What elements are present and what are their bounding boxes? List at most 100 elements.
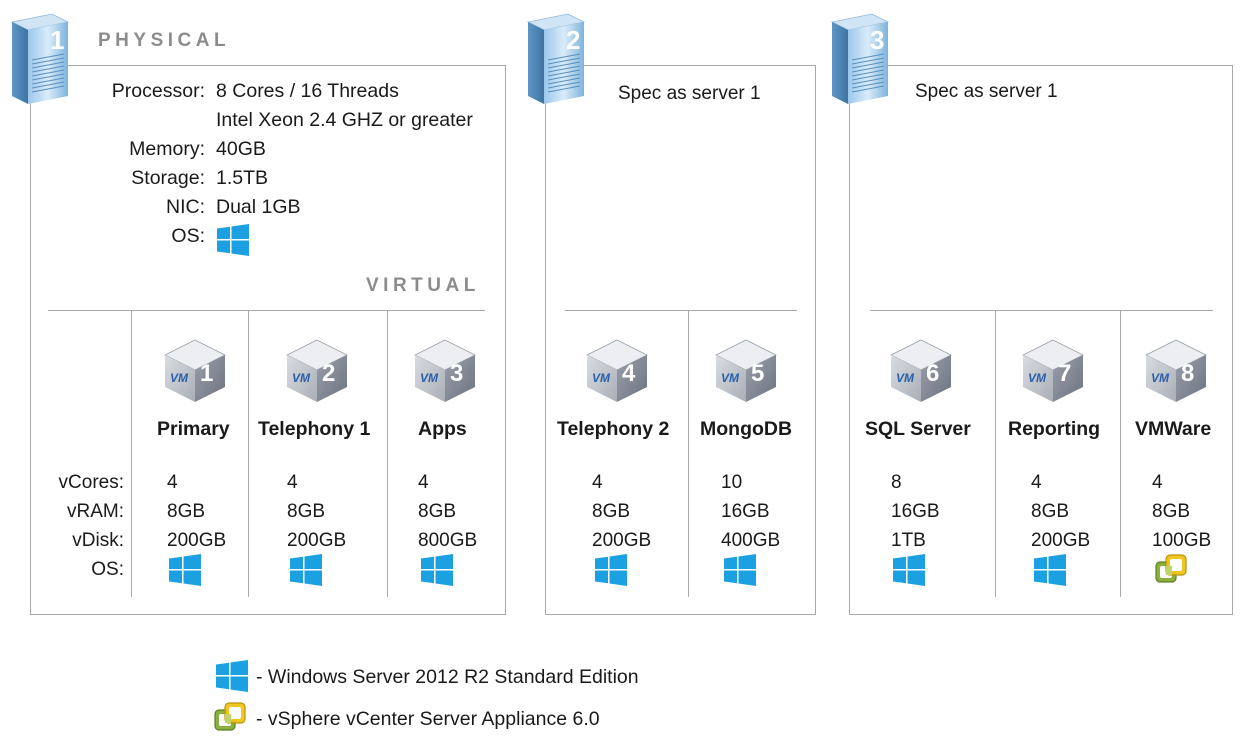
server-2-spec-text: Spec as server 1 [618,83,761,104]
spec-value: 1.5TB [216,167,269,189]
vm-vdisk: 100GB [1152,530,1212,551]
vm-vram: 16GB [721,501,770,522]
physical-os-windows-icon [217,224,249,256]
column-divider [688,311,689,597]
vm-number: 1 [200,360,214,387]
row-label-vram: vRAM: [67,501,124,522]
server-3-panel [849,65,1233,615]
vm-vcores: 4 [592,472,603,493]
vm-label: VM [592,371,610,385]
vm-vcores: 4 [1152,472,1163,493]
vm-vdisk: 200GB [167,530,227,551]
vm-number: 4 [622,360,636,387]
vm-os-windows-icon [290,554,322,586]
vm-vcores: 8 [891,472,902,493]
vm-vcores: 4 [418,472,429,493]
vm-number: 3 [450,360,464,387]
vm-label: VM [721,371,739,385]
physical-section-label: PHYSICAL [98,30,231,51]
vm-os-windows-icon [595,554,627,586]
vm-label: VM [1151,371,1169,385]
row-label-vdisk: vDisk: [72,530,124,551]
column-divider [1120,311,1121,597]
vm-label: VM [292,371,310,385]
vm-cube-icon: VM 2 [284,338,350,404]
spec-key: Processor: [111,80,205,102]
vm-vcores: 4 [287,472,298,493]
vm-vcores: 10 [721,472,743,493]
vm-cube-icon: VM 4 [584,338,650,404]
vm-vdisk: 800GB [418,530,478,551]
spec-value: 40GB [216,138,266,160]
vm-os-windows-icon [421,554,453,586]
vm-os-windows-icon [169,554,201,586]
virtual-divider [48,310,485,311]
spec-value: 8 Cores / 16 Threads [216,80,399,102]
vm-os-windows-icon [1034,554,1066,586]
vm-vram: 8GB [287,501,326,522]
virtual-divider [870,310,1213,311]
vm-name: Telephony 2 [557,418,670,440]
column-divider [995,311,996,597]
vm-cube-icon: VM 5 [713,338,779,404]
vm-vram: 16GB [891,501,940,522]
vm-vdisk: 200GB [592,530,652,551]
vm-os-windows-icon [893,554,925,586]
vm-name: Telephony 1 [258,418,371,440]
row-label-os: OS: [91,559,124,580]
legend: - Windows Server 2012 R2 Standard Editio… [210,655,710,735]
vm-vcores: 4 [167,472,178,493]
vm-name: Apps [418,418,467,440]
spec-key: OS: [171,225,205,247]
vm-name: MongoDB [700,418,793,440]
server-2-panel [545,65,816,615]
vm-cube-icon: VM 6 [888,338,954,404]
vm-label: VM [1028,371,1046,385]
server-1-panel [30,65,506,615]
server-3-spec-text: Spec as server 1 [915,81,1058,102]
vm-vdisk: 200GB [1031,530,1091,551]
spec-value: Intel Xeon 2.4 GHZ or greater [216,109,473,131]
server-3-number: 3 [870,25,885,55]
vm-cube-icon: VM 3 [412,338,478,404]
vm-vram: 8GB [592,501,631,522]
row-label-vcores: vCores: [58,472,124,493]
vm-name: Reporting [1008,418,1101,440]
virtual-section-label: VIRTUAL [366,275,480,296]
vm-vcores: 4 [1031,472,1042,493]
vm-vdisk: 1TB [891,530,926,551]
vm-number: 6 [926,360,940,387]
legend-windows-icon [216,660,248,692]
vm-vram: 8GB [167,501,206,522]
spec-key: NIC: [166,196,205,218]
legend-windows-text: - Windows Server 2012 R2 Standard Editio… [256,666,639,688]
column-divider [387,311,388,597]
spec-key: Memory: [129,138,205,160]
vm-vdisk: 200GB [287,530,347,551]
vm-cube-icon: VM 1 [162,338,228,404]
physical-specs: Processor: 8 Cores / 16 Threads Intel Xe… [105,80,505,260]
vm-vram: 8GB [1152,501,1191,522]
legend-vmware-icon [214,701,246,733]
vm-number: 8 [1181,360,1195,387]
legend-vmware-text: - vSphere vCenter Server Appliance 6.0 [256,708,600,730]
vm-os-windows-icon [724,554,756,586]
column-divider [131,311,132,597]
vm-number: 2 [322,360,336,387]
vm-vdisk: 400GB [721,530,781,551]
vm-name: SQL Server [865,418,971,440]
vm-cube-icon: VM 7 [1020,338,1086,404]
vm-vram: 8GB [418,501,457,522]
virtual-divider [565,310,797,311]
vm-os-vmware-icon [1155,553,1187,585]
vm-label: VM [170,371,188,385]
column-divider [248,311,249,597]
spec-key: Storage: [131,167,205,189]
server-1-number: 1 [50,25,65,55]
vm-label: VM [896,371,914,385]
vm-number: 5 [751,360,765,387]
vm-cube-icon: VM 8 [1143,338,1209,404]
vm-label: VM [420,371,438,385]
server-2-number: 2 [566,25,581,55]
vm-name: Primary [157,418,230,440]
